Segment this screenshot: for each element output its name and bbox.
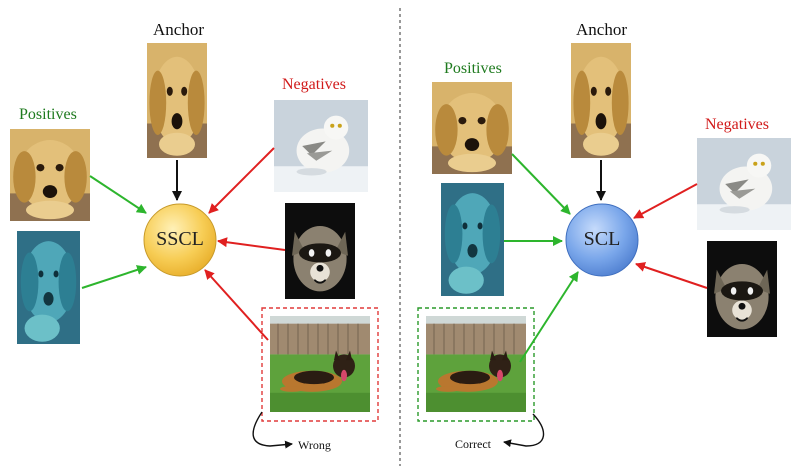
negative-owl-image — [274, 100, 368, 192]
correct-curve-arrow — [503, 413, 545, 448]
shepherd-dog-image — [270, 316, 370, 412]
right-positives-label: Positives — [444, 60, 502, 77]
anchor-dog-image — [147, 43, 207, 158]
negative-arrow-right-1 — [633, 183, 698, 219]
positive-arrow-right-1 — [511, 153, 571, 215]
positive-arrow-right-3 — [519, 271, 579, 363]
positive-arrow-1 — [89, 175, 147, 214]
right-panel — [417, 43, 791, 448]
left-positives-label: Positives — [19, 106, 77, 123]
negative-arrow-right-2 — [635, 262, 708, 289]
negative-raccoon-image — [285, 203, 355, 299]
correct-label: Correct — [455, 437, 491, 451]
scl-node-label: SCL — [583, 228, 621, 250]
shepherd-dog-image-right — [426, 316, 526, 412]
correct-dashed-box — [417, 307, 535, 422]
positive-teal-dog-image — [17, 231, 80, 344]
wrong-label: Wrong — [298, 438, 331, 452]
negative-arrow-3 — [204, 269, 269, 341]
positive-teal-dog-image-right — [441, 183, 504, 296]
right-anchor-label: Anchor — [576, 20, 627, 39]
sscl-node-label: SSCL — [156, 228, 204, 250]
left-panel — [10, 43, 379, 449]
wrong-dashed-box — [261, 307, 379, 422]
wrong-curve-arrow — [252, 411, 293, 449]
anchor-dog-image-right — [571, 43, 631, 158]
right-negatives-label: Negatives — [705, 116, 769, 133]
negative-arrow-1 — [208, 147, 275, 214]
positive-dog-image — [10, 129, 90, 221]
negative-raccoon-image-right — [707, 241, 777, 337]
negative-owl-image-right — [697, 138, 791, 230]
left-anchor-label: Anchor — [153, 20, 204, 39]
positive-arrow-2 — [81, 265, 147, 289]
scl-node — [565, 203, 639, 277]
left-negatives-label: Negatives — [282, 76, 346, 93]
negative-arrow-2 — [217, 237, 286, 251]
sscl-node — [143, 203, 217, 277]
positive-dog-image-right — [432, 82, 512, 174]
